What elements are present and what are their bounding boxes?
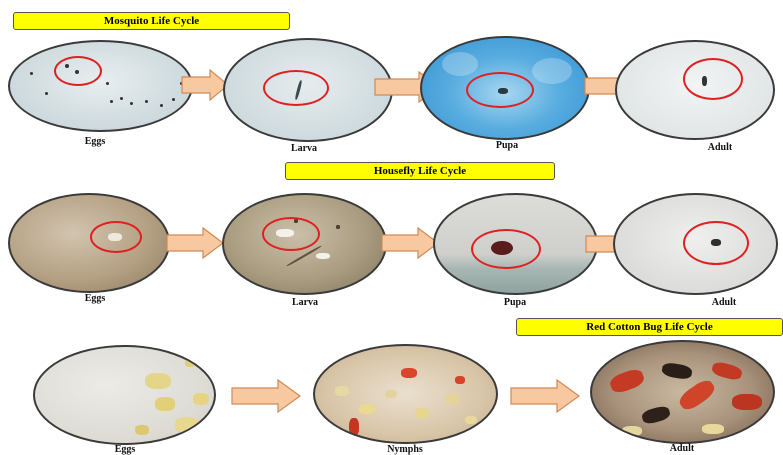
arrow-right-icon — [230, 378, 302, 414]
housefly-pupa-label: Pupa — [475, 297, 555, 308]
housefly-pupa-photo — [433, 193, 598, 295]
arrow-right-icon — [165, 226, 225, 260]
housefly-eggs-label: Eggs — [55, 293, 135, 304]
highlight-circle-icon — [466, 72, 534, 108]
cotton-bug-adult-label: Adult — [642, 443, 722, 454]
cotton-bug-eggs-photo — [33, 345, 216, 445]
highlight-circle-icon — [262, 217, 320, 251]
cotton-bug-title: Red Cotton Bug Life Cycle — [516, 318, 783, 336]
housefly-adult-photo — [613, 193, 778, 295]
highlight-circle-icon — [263, 70, 329, 106]
housefly-larva-photo — [222, 193, 387, 295]
mosquito-adult-photo — [615, 40, 775, 140]
housefly-larva-label: Larva — [265, 297, 345, 308]
highlight-circle-icon — [54, 56, 102, 86]
housefly-title: Housefly Life Cycle — [285, 162, 555, 180]
mosquito-eggs-photo — [8, 40, 193, 132]
mosquito-eggs-label: Eggs — [55, 136, 135, 147]
mosquito-adult-label: Adult — [680, 142, 760, 153]
arrow-right-icon — [380, 226, 440, 260]
housefly-eggs-photo — [8, 193, 170, 293]
housefly-adult-label: Adult — [684, 297, 764, 308]
highlight-circle-icon — [683, 221, 749, 265]
highlight-circle-icon — [471, 229, 541, 269]
cotton-bug-nymphs-label: Nymphs — [365, 444, 445, 455]
highlight-circle-icon — [90, 221, 142, 253]
arrow-right-icon — [509, 378, 581, 414]
highlight-circle-icon — [683, 58, 743, 100]
cotton-bug-nymphs-photo — [313, 344, 498, 444]
mosquito-title: Mosquito Life Cycle — [13, 12, 290, 30]
mosquito-larva-label: Larva — [264, 143, 344, 154]
mosquito-larva-photo — [223, 38, 393, 142]
cotton-bug-adult-photo — [590, 340, 775, 444]
cotton-bug-eggs-label: Eggs — [85, 444, 165, 455]
mosquito-pupa-label: Pupa — [467, 140, 547, 151]
mosquito-pupa-photo — [420, 36, 590, 140]
